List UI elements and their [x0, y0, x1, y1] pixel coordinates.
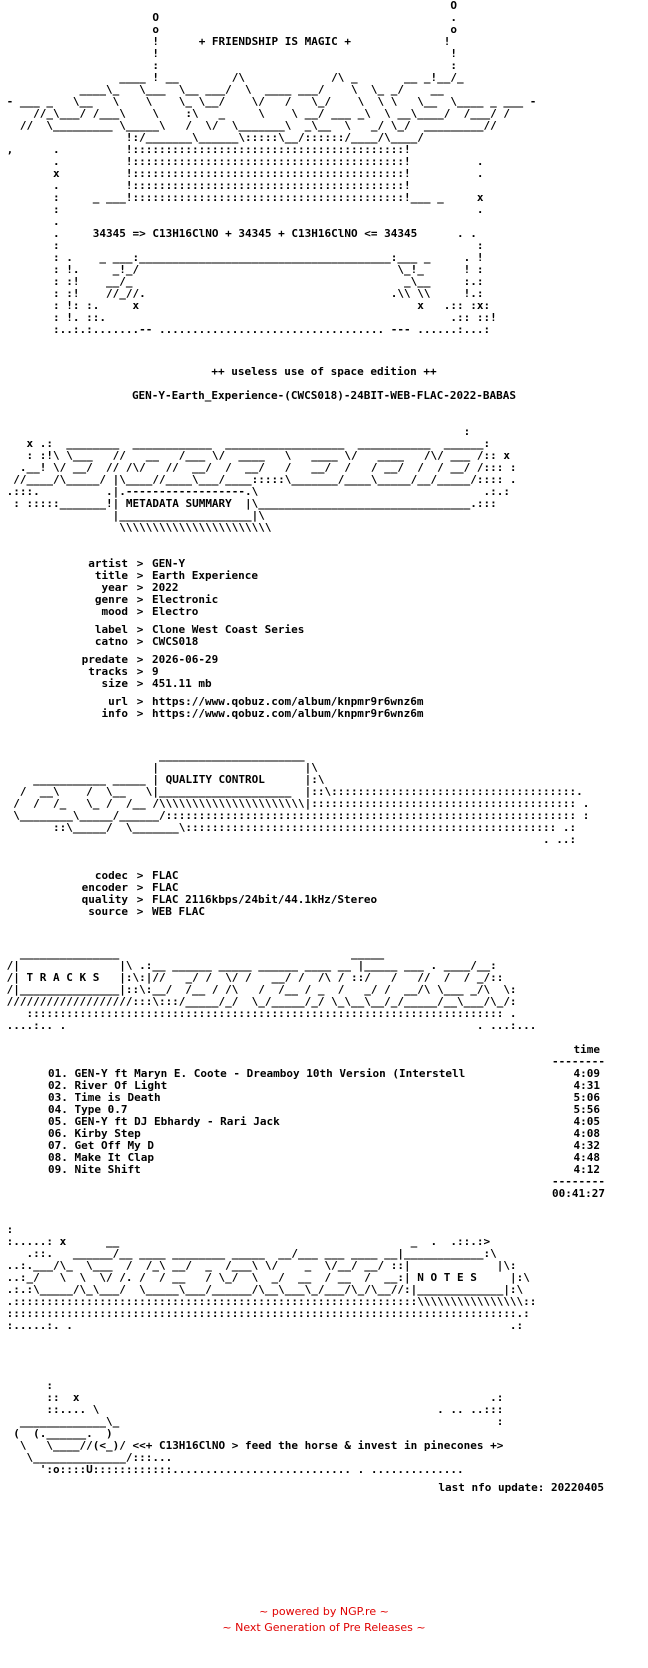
predate-value: 2026-06-29	[152, 653, 219, 666]
metadata-row-size: size>451.11 mb	[101, 677, 212, 690]
year-value: 2022	[152, 581, 179, 594]
time-column-header: time	[573, 1043, 601, 1056]
metadata-row-mood: mood>Electro	[101, 605, 199, 618]
header-tagline: + FRIENDSHIP IS MAGIC +	[198, 35, 352, 48]
tracklist-footer-rule: --------	[552, 1175, 605, 1188]
quality-banner-art: ______________________ | |\ ___________ …	[13, 749, 590, 846]
formula-line: . 34345 => C13H16ClNO + 34345 + C13H16Cl…	[0, 227, 477, 240]
label-value: Clone West Coast Series	[152, 623, 305, 636]
catno-value: CWCS018	[152, 635, 199, 648]
total-time: 00:41:27	[552, 1187, 605, 1200]
size-value: 451.11 mb	[152, 677, 212, 690]
quality-row-codec: codec>FLAC	[94, 869, 179, 882]
metadata-banner-art: : x .: ________ ____________ ___________…	[6, 425, 517, 534]
track-row: 01. GEN-Y ft Maryn E. Coote - Dreamboy 1…	[48, 1067, 600, 1080]
metadata-summary: artist>GEN-Y title>Earth Experience year…	[0, 558, 648, 720]
metadata-row-label: label>Clone West Coast Series	[94, 623, 305, 636]
tracks-section-title: T R A C K S	[26, 971, 100, 984]
header-art-bottom: : : : . _ ___:__________________________…	[52, 239, 497, 336]
nfo-document: O O . o o ! + FRIENDSHIP IS MAGIC +	[0, 0, 648, 1494]
header-art-top: O O . o o ! + FRIENDSHIP IS MAGIC +	[6, 0, 537, 228]
mood-value: Electro	[152, 605, 199, 618]
quality-section-title: QUALITY CONTROL	[165, 773, 265, 786]
quality-summary: codec>FLAC encoder>FLAC quality>FLAC 211…	[0, 870, 648, 918]
closing-art-top: : :: x .: ::.... \ . .. ..::: __________…	[19, 1379, 504, 1428]
footer-tagline: ~ Next Generation of Pre Releases ~	[222, 1621, 426, 1634]
notes-section-title: N O T E S	[417, 1271, 477, 1284]
metadata-row-title: title>Earth Experience	[94, 569, 258, 582]
tracklist-header: time	[48, 1044, 608, 1056]
notes-banner-art: : :.....: x __ _ . .::.:> .::. ______/__…	[6, 1223, 537, 1332]
metadata-row-catno: catno>CWCS018	[94, 635, 199, 648]
closing-slogan-line-2: \ \____//(<_)/ <<+ C13H16ClNO > feed the…	[0, 1439, 504, 1452]
quality-value: FLAC 2116kbps/24bit/44.1kHz/Stereo	[152, 893, 378, 906]
metadata-row-predate: predate>2026-06-29	[81, 653, 219, 666]
closing-art-bottom: \______________/:::... ':o::::U:::::::::…	[26, 1451, 464, 1476]
quality-row-source: source>WEB FLAC	[88, 905, 205, 918]
source-value: WEB FLAC	[152, 905, 205, 918]
metadata-row-tracks: tracks>9	[88, 665, 159, 678]
metadata-row-info: info>https://www.qobuz.com/album/knpmr9r…	[101, 707, 424, 720]
metadata-row-url: url>https://www.qobuz.com/album/knpmr9r6…	[108, 695, 424, 708]
tracklist-total: 00:41:27	[48, 1188, 608, 1200]
codec-value: FLAC	[152, 869, 179, 882]
metadata-section-title: METADATA SUMMARY	[125, 497, 232, 510]
release-name: GEN-Y-Earth_Experience-(CWCS018)-24BIT-W…	[131, 389, 517, 402]
header-formula: 34345 => C13H16ClNO + 34345 + C13H16ClNO…	[92, 227, 418, 240]
closing-slogan-line: ( (.______. )	[0, 1427, 497, 1440]
metadata-row-artist: artist>GEN-Y	[88, 557, 186, 570]
footer-powered-link[interactable]: ~ powered by NGP.re ~	[259, 1605, 389, 1618]
artist-value: GEN-Y	[152, 557, 186, 570]
tracklist: time -------- 01. GEN-Y ft Maryn E. Coot…	[48, 1044, 608, 1200]
info-link[interactable]: https://www.qobuz.com/album/knpmr9r6wnz6…	[152, 707, 424, 720]
title-value: Earth Experience	[152, 569, 258, 582]
encoder-value: FLAC	[152, 881, 179, 894]
footer: ~ powered by NGP.re ~ ~ Next Generation …	[0, 1604, 648, 1636]
metadata-row-year: year>2022	[101, 581, 179, 594]
closing-slogan: <<+ C13H16ClNO > feed the horse & invest…	[132, 1439, 504, 1452]
metadata-row-genre: genre>Electronic	[94, 593, 219, 606]
quality-row-encoder: encoder>FLAC	[81, 881, 179, 894]
tracks-value: 9	[152, 665, 159, 678]
url-link[interactable]: https://www.qobuz.com/album/knpmr9r6wnz6…	[152, 695, 424, 708]
tracklist-header-rule: --------	[552, 1055, 605, 1068]
edition-line: ++ useless use of space edition ++	[211, 365, 437, 378]
genre-value: Electronic	[152, 593, 219, 606]
tracks-banner-art: _______________ _____ /| |\ .:__ ______ …	[6, 947, 537, 1032]
last-update-line: last nfo update: 20220405	[438, 1481, 604, 1494]
quality-row-quality: quality>FLAC 2116kbps/24bit/44.1kHz/Ster…	[81, 893, 378, 906]
